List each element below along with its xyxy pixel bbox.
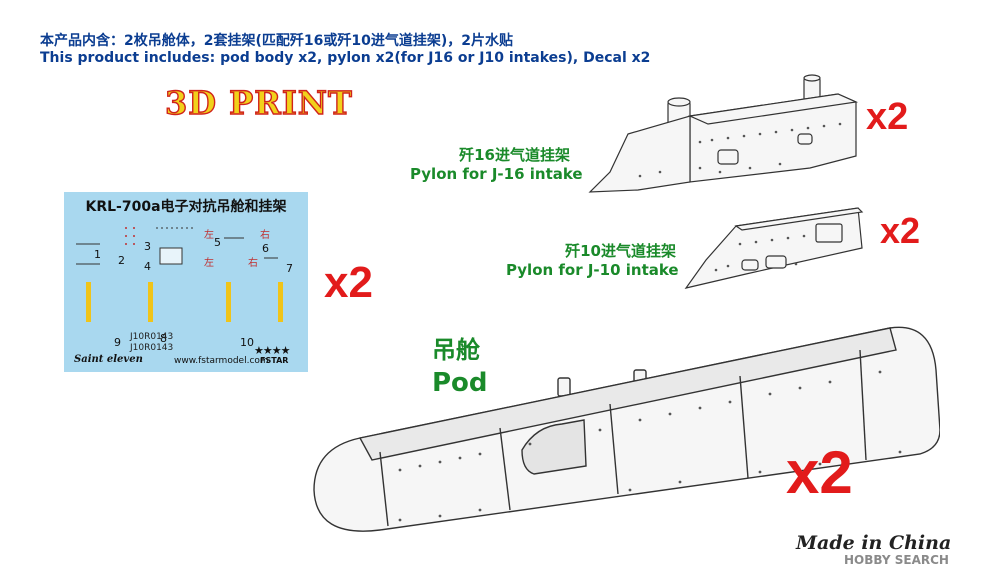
pod-label-cn: 吊舱 [432, 336, 480, 364]
pylon-j16-qty: x2 [866, 96, 909, 138]
pod-drawing [313, 326, 940, 532]
decal-brand-logo: FSTAR [260, 356, 289, 365]
decal-number: 3 [144, 240, 151, 253]
decal-char-left: 左 [204, 258, 214, 269]
pylon-j16-drawing [588, 74, 859, 193]
decal-yellow-stripe [278, 282, 283, 322]
pod-label-en: Pod [432, 368, 488, 398]
decal-brand-script: Saint eleven [74, 354, 143, 365]
decal-char-left: 左 [204, 230, 214, 241]
decal-number: 1 [94, 248, 101, 261]
pylon-j10-drawing [684, 207, 864, 289]
decal-yellow-stripe [148, 282, 153, 322]
decal-qty: x2 [324, 258, 373, 307]
pylon-j10-label-en: Pylon for J-10 intake [506, 261, 679, 279]
decal-number: 8 [160, 332, 167, 345]
pod-qty: x2 [786, 439, 853, 506]
header-line-en: This product includes: pod body x2, pylo… [40, 50, 651, 66]
pylon-j10-label-cn: 歼10进气道挂架 [565, 242, 676, 260]
decal-yellow-stripe [226, 282, 231, 322]
pylon-j16-label-en: Pylon for J-16 intake [410, 165, 583, 183]
decal-char-right: 右 [248, 258, 258, 269]
3d-print-badge: 3D PRINT [164, 83, 353, 122]
decal-number: 6 [262, 242, 269, 255]
star-icon: ★★★★ [254, 344, 290, 357]
decal-number: 4 [144, 260, 151, 273]
decal-number: 5 [214, 236, 221, 249]
watermark: HOBBY SEARCH [844, 553, 949, 567]
decal-number: 2 [118, 254, 125, 267]
decal-number: 9 [114, 336, 121, 349]
decal-number: 10 [240, 336, 254, 349]
pylon-j10-qty: x2 [880, 210, 921, 251]
pylon-j16-label-cn: 歼16进气道挂架 [459, 146, 570, 164]
decal-sheet: KRL-700a电子对抗吊舱和挂架 1 2 3 4 5 6 7 8 9 10 左… [64, 192, 308, 372]
header-line-cn: 本产品内含：2枚吊舱体，2套挂架(匹配歼16或歼10进气道挂架)，2片水贴 [40, 33, 513, 49]
decal-marks [76, 227, 278, 265]
made-in-label: Made in China [796, 532, 952, 554]
decal-char-right: 右 [260, 230, 270, 241]
decal-serial: J10R0143 [130, 343, 174, 353]
decal-serial: J10R0143 [130, 332, 174, 342]
decal-website: www.fstarmodel.com [174, 356, 269, 366]
decal-yellow-stripe [86, 282, 91, 322]
decal-title: KRL-700a电子对抗吊舱和挂架 [85, 199, 287, 215]
decal-number: 7 [286, 262, 293, 275]
